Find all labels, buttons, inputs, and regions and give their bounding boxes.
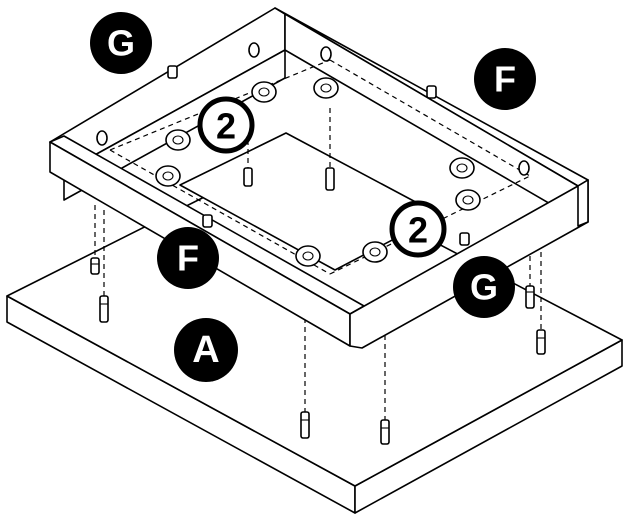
- step-badge-right: 2: [392, 203, 444, 255]
- dowel-icon: [526, 286, 534, 308]
- dowel-icon: [301, 412, 309, 438]
- label-text: F: [494, 59, 516, 100]
- cam-lock-icon: [363, 242, 387, 262]
- peg-icon: [168, 66, 177, 78]
- label-panel-a: A: [174, 318, 238, 382]
- label-text: G: [107, 23, 135, 64]
- cam-lock-icon: [450, 158, 474, 178]
- dowel-icon: [91, 258, 99, 274]
- dowel-icon: [537, 330, 545, 354]
- label-panel-g-right: G: [453, 256, 515, 318]
- step-number: 2: [408, 210, 428, 251]
- cam-lock-icon: [456, 190, 480, 210]
- label-panel-f-top: F: [474, 48, 536, 110]
- label-text: G: [470, 267, 498, 308]
- peg-icon: [427, 86, 436, 98]
- cam-lock-icon: [156, 166, 180, 186]
- label-panel-g-left: G: [90, 12, 152, 74]
- dowel-icon: [100, 296, 108, 322]
- label-panel-f-front: F: [157, 227, 219, 289]
- label-text: A: [192, 329, 219, 371]
- label-text: F: [177, 238, 199, 279]
- cam-lock-icon: [314, 78, 338, 98]
- peg-icon: [203, 215, 212, 227]
- cam-lock-icon: [166, 130, 190, 150]
- dowel-icon: [381, 420, 389, 444]
- peg-icon: [460, 233, 469, 245]
- cam-lock-icon: [296, 246, 320, 266]
- dowel-icon: [326, 168, 334, 190]
- step-badge-left: 2: [200, 99, 252, 151]
- dowel-icon: [244, 168, 252, 186]
- step-number: 2: [216, 106, 236, 147]
- cam-lock-icon: [252, 82, 276, 102]
